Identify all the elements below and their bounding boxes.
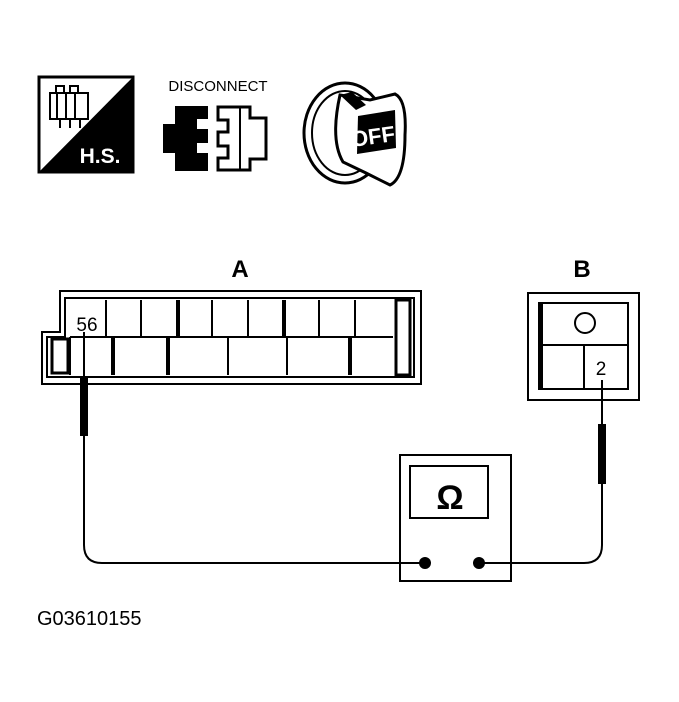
probe-a (80, 378, 88, 436)
connector-male-icon (216, 105, 268, 172)
hs-label: H.S. (80, 145, 121, 168)
disconnect-icon: DISCONNECT (163, 78, 268, 172)
connector-a-label: A (231, 256, 248, 283)
test-leads (80, 332, 606, 564)
harness-side-icon: H.S. (37, 75, 135, 174)
connector-b: B 2 (527, 256, 640, 401)
off-label: OFF (349, 121, 396, 152)
ignition-off-icon: OFF (302, 81, 407, 187)
connector-b-label: B (573, 256, 590, 283)
connector-female-icon (163, 106, 208, 171)
figure-id: G03610155 (37, 608, 142, 630)
terminal-2-label: 2 (596, 359, 607, 380)
connector-hand-icon (49, 85, 89, 128)
connector-a: A 56 (41, 256, 422, 385)
terminal-56-label: 56 (76, 315, 97, 336)
ohmmeter: Ω (399, 454, 512, 582)
ohm-symbol: Ω (436, 479, 463, 517)
blank-terminal (574, 312, 596, 334)
disconnect-label: DISCONNECT (168, 78, 267, 95)
probe-b (598, 424, 606, 484)
